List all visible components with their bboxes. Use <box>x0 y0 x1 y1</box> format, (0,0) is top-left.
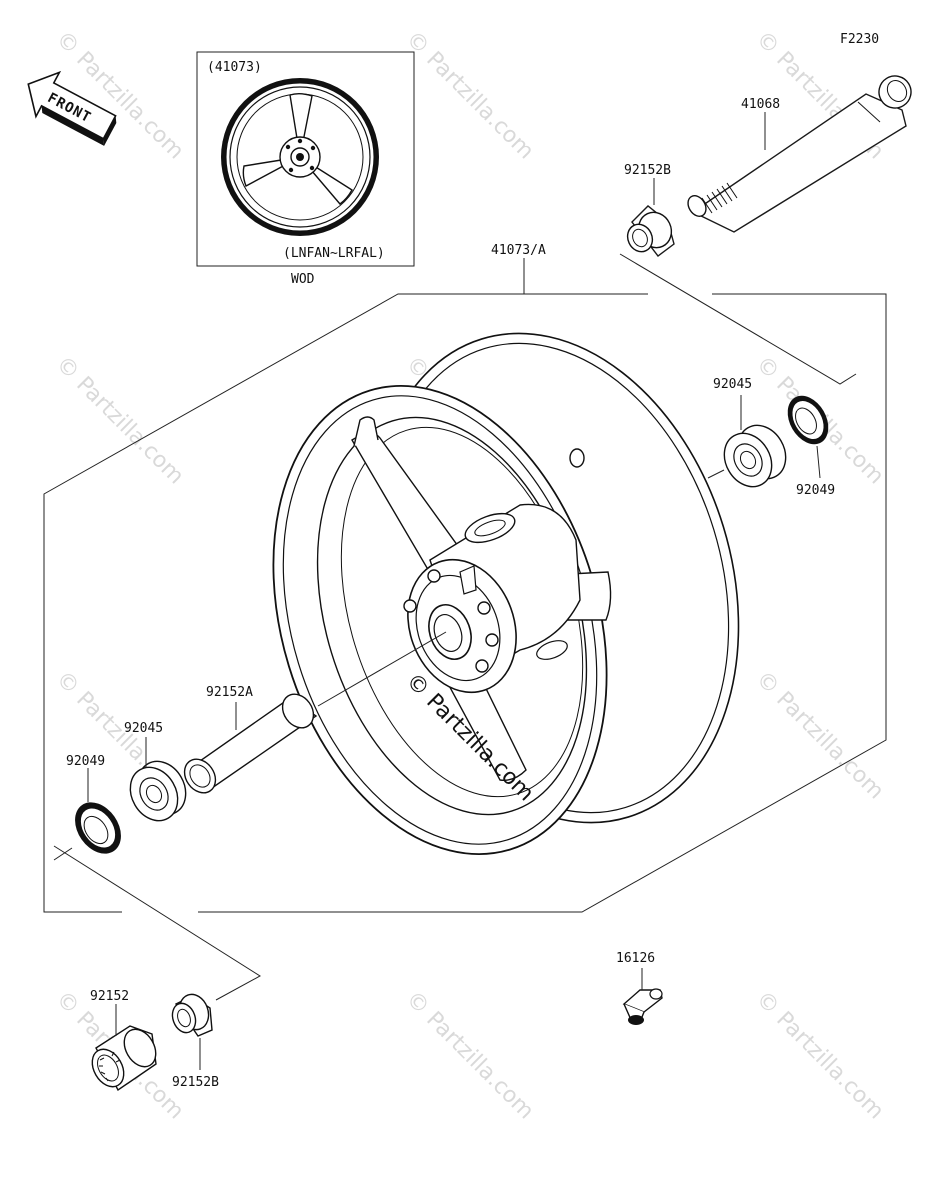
inset-wheel-icon <box>221 78 379 236</box>
seal-right-part <box>787 395 829 445</box>
valve-part <box>622 988 663 1025</box>
callout-collar-bottom: 92152B <box>172 1075 219 1090</box>
callout-collar-left: 92152 <box>90 989 129 1004</box>
inset-range: (LNFAN~LRFAL) <box>283 246 385 261</box>
callout-collar-top: 92152B <box>624 163 671 178</box>
inset-box: (41073) (LNFAN~LRFAL) WOD <box>196 51 415 287</box>
inset-ref: (41073) <box>207 60 262 75</box>
callout-wheel: 41073/A <box>491 243 546 258</box>
watermark-2: © Partzilla.com <box>401 27 539 165</box>
collar-left-part <box>91 1025 157 1092</box>
watermark-10: © Partzilla.com <box>401 987 539 1125</box>
wheel-part <box>272 332 740 856</box>
callout-seal-left: 92049 <box>66 754 105 769</box>
callout-axle: 41068 <box>741 97 780 112</box>
callout-seal-right: 92049 <box>796 483 835 498</box>
bearing-left-part <box>129 760 187 822</box>
callout-spacer: 92152A <box>206 685 253 700</box>
watermark-4: © Partzilla.com <box>51 352 189 490</box>
bearing-right-part <box>723 424 787 488</box>
inset-note: WOD <box>291 272 315 287</box>
diagram-code: F2230 <box>840 32 879 47</box>
watermark-11: © Partzilla.com <box>751 987 889 1125</box>
axle-part <box>687 75 912 233</box>
watermark-8: © Partzilla.com <box>751 667 889 805</box>
callout-bearing-right: 92045 <box>713 377 752 392</box>
callout-bearing-left: 92045 <box>124 721 163 736</box>
seal-left-part <box>75 802 121 854</box>
collar-top-part <box>626 205 675 257</box>
spacer-part <box>183 693 318 794</box>
collar-bottom-part <box>171 993 213 1037</box>
callout-valve: 16126 <box>616 951 655 966</box>
assembly-frame <box>43 258 887 913</box>
